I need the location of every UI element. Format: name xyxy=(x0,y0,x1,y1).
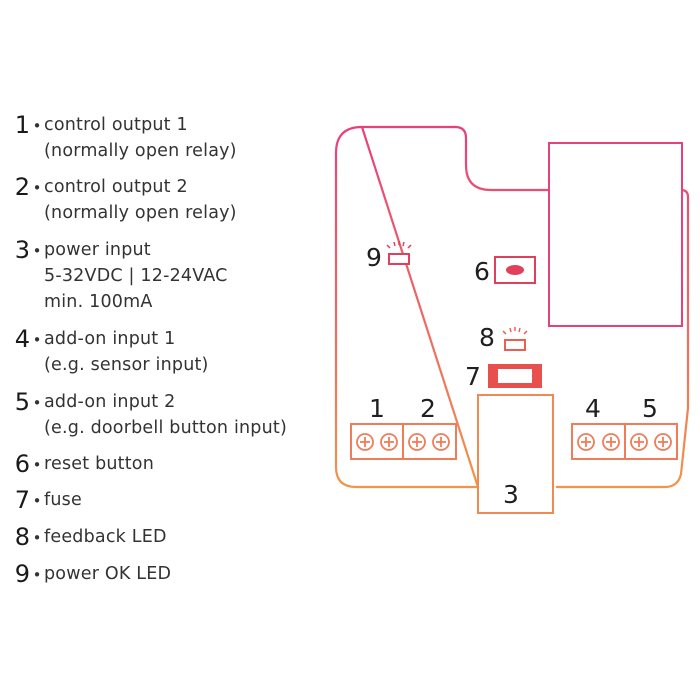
legend-item-2: 2 • control output 2 (normally open rela… xyxy=(4,174,237,226)
label-8: 8 xyxy=(479,323,495,352)
legend-text: control output 2 (normally open relay) xyxy=(44,174,237,226)
legend-text: power OK LED xyxy=(44,561,171,587)
legend-number: 2 xyxy=(14,173,30,201)
label-1: 1 xyxy=(369,394,385,423)
legend-number: 3 xyxy=(14,236,30,264)
reset-button xyxy=(494,256,536,284)
label-4: 4 xyxy=(585,394,601,423)
bullet: • xyxy=(32,179,42,197)
bullet: • xyxy=(32,394,42,412)
legend-text: power input 5-32VDC | 12-24VAC min. 100m… xyxy=(44,237,228,315)
power-connector xyxy=(477,394,554,514)
power-ok-led xyxy=(386,241,412,265)
bullet: • xyxy=(32,331,42,349)
label-6: 6 xyxy=(474,257,490,286)
terminal-block-4-5 xyxy=(571,423,678,460)
legend-line: (normally open relay) xyxy=(44,203,237,223)
label-5: 5 xyxy=(642,394,658,423)
label-3: 3 xyxy=(503,480,519,509)
legend-number: 4 xyxy=(14,325,30,353)
legend-text: add-on input 1 (e.g. sensor input) xyxy=(44,326,209,378)
legend-line: control output 2 xyxy=(44,177,188,197)
feedback-led xyxy=(502,327,528,351)
legend-line: power input xyxy=(44,240,151,260)
relay-block xyxy=(548,142,683,327)
bullet: • xyxy=(32,242,42,260)
legend-line: add-on input 1 xyxy=(44,329,176,349)
legend-line: (e.g. sensor input) xyxy=(44,355,209,375)
label-9: 9 xyxy=(366,243,382,272)
legend-number: 7 xyxy=(14,486,30,514)
legend-line: reset button xyxy=(44,454,155,474)
legend-number: 9 xyxy=(14,560,30,588)
legend-text: fuse xyxy=(44,487,82,513)
legend-item-7: 7 • fuse xyxy=(4,487,82,515)
legend-number: 1 xyxy=(14,111,30,139)
legend-text: reset button xyxy=(44,451,154,477)
bullet: • xyxy=(32,456,42,474)
legend-number: 6 xyxy=(14,450,30,478)
legend-number: 5 xyxy=(14,388,30,416)
legend-item-8: 8 • feedback LED xyxy=(4,524,167,552)
legend-line: fuse xyxy=(44,490,82,510)
label-7: 7 xyxy=(465,362,481,391)
legend-item-6: 6 • reset button xyxy=(4,451,154,479)
legend-line: 5-32VDC | 12-24VAC xyxy=(44,266,228,286)
legend-line: control output 1 xyxy=(44,115,188,135)
legend-line: feedback LED xyxy=(44,527,167,547)
legend-item-3: 3 • power input 5-32VDC | 12-24VAC min. … xyxy=(4,237,228,315)
legend-line: power OK LED xyxy=(44,564,172,584)
fuse xyxy=(488,364,542,388)
legend-line: add-on input 2 xyxy=(44,392,176,412)
legend-item-5: 5 • add-on input 2 (e.g. doorbell button… xyxy=(4,389,287,441)
bullet: • xyxy=(32,492,42,510)
legend-text: feedback LED xyxy=(44,524,167,550)
legend-item-9: 9 • power OK LED xyxy=(4,561,171,589)
label-2: 2 xyxy=(420,394,436,423)
legend-number: 8 xyxy=(14,523,30,551)
bullet: • xyxy=(32,566,42,584)
legend-line: (normally open relay) xyxy=(44,141,237,161)
legend-line: min. 100mA xyxy=(44,292,153,312)
terminal-block-1-2 xyxy=(350,423,457,460)
bullet: • xyxy=(32,529,42,547)
legend-text: control output 1 (normally open relay) xyxy=(44,112,237,164)
legend-text: add-on input 2 (e.g. doorbell button inp… xyxy=(44,389,287,441)
legend-item-1: 1 • control output 1 (normally open rela… xyxy=(4,112,237,164)
legend-line: (e.g. doorbell button input) xyxy=(44,418,287,438)
bullet: • xyxy=(32,117,42,135)
legend-item-4: 4 • add-on input 1 (e.g. sensor input) xyxy=(4,326,209,378)
